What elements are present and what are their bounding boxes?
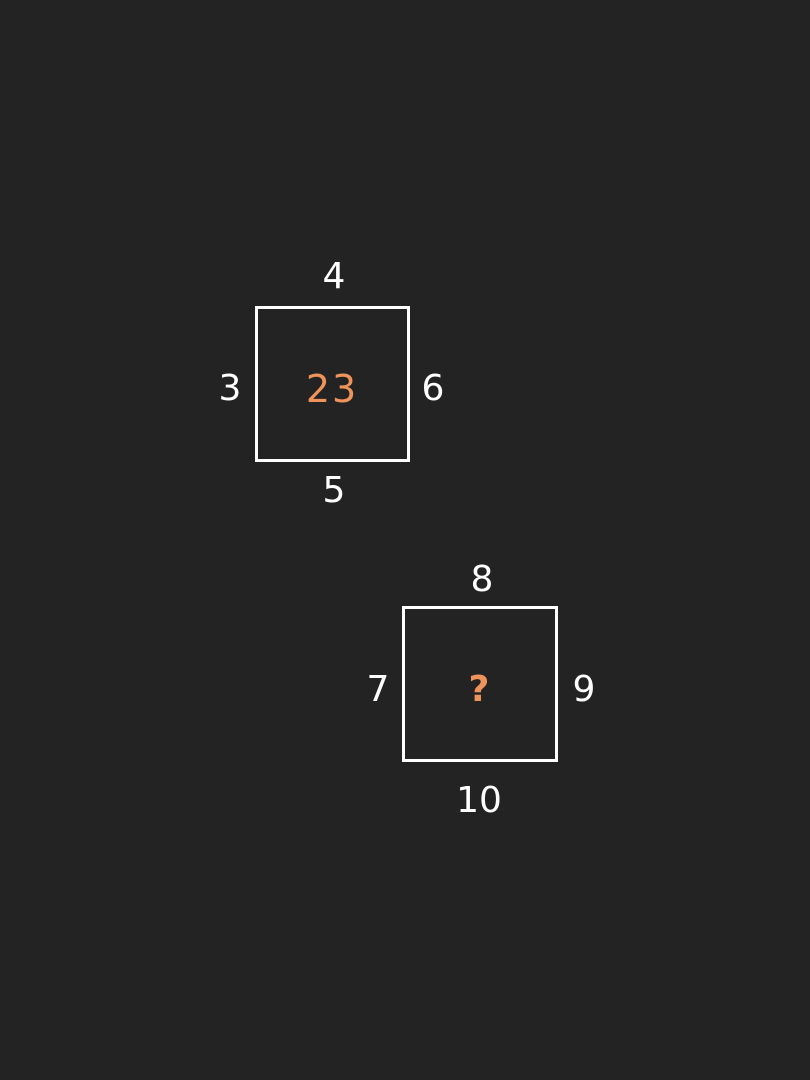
puzzle-1-square: [255, 306, 410, 462]
puzzle-2-top-number: 8: [470, 559, 494, 600]
puzzle-1-top-number: 4: [322, 256, 346, 297]
puzzle-2-unknown-value: ?: [468, 669, 492, 710]
puzzle-1-center-value: 23: [305, 367, 359, 411]
puzzle-1-right-number: 6: [421, 368, 445, 409]
puzzle-1-bottom-number: 5: [322, 470, 346, 511]
puzzle-2-bottom-number: 10: [456, 780, 502, 821]
puzzle-1-left-number: 3: [218, 368, 242, 409]
puzzle-2-left-number: 7: [366, 669, 390, 710]
puzzle-2-square: [402, 606, 558, 762]
puzzle-2-right-number: 9: [572, 669, 596, 710]
